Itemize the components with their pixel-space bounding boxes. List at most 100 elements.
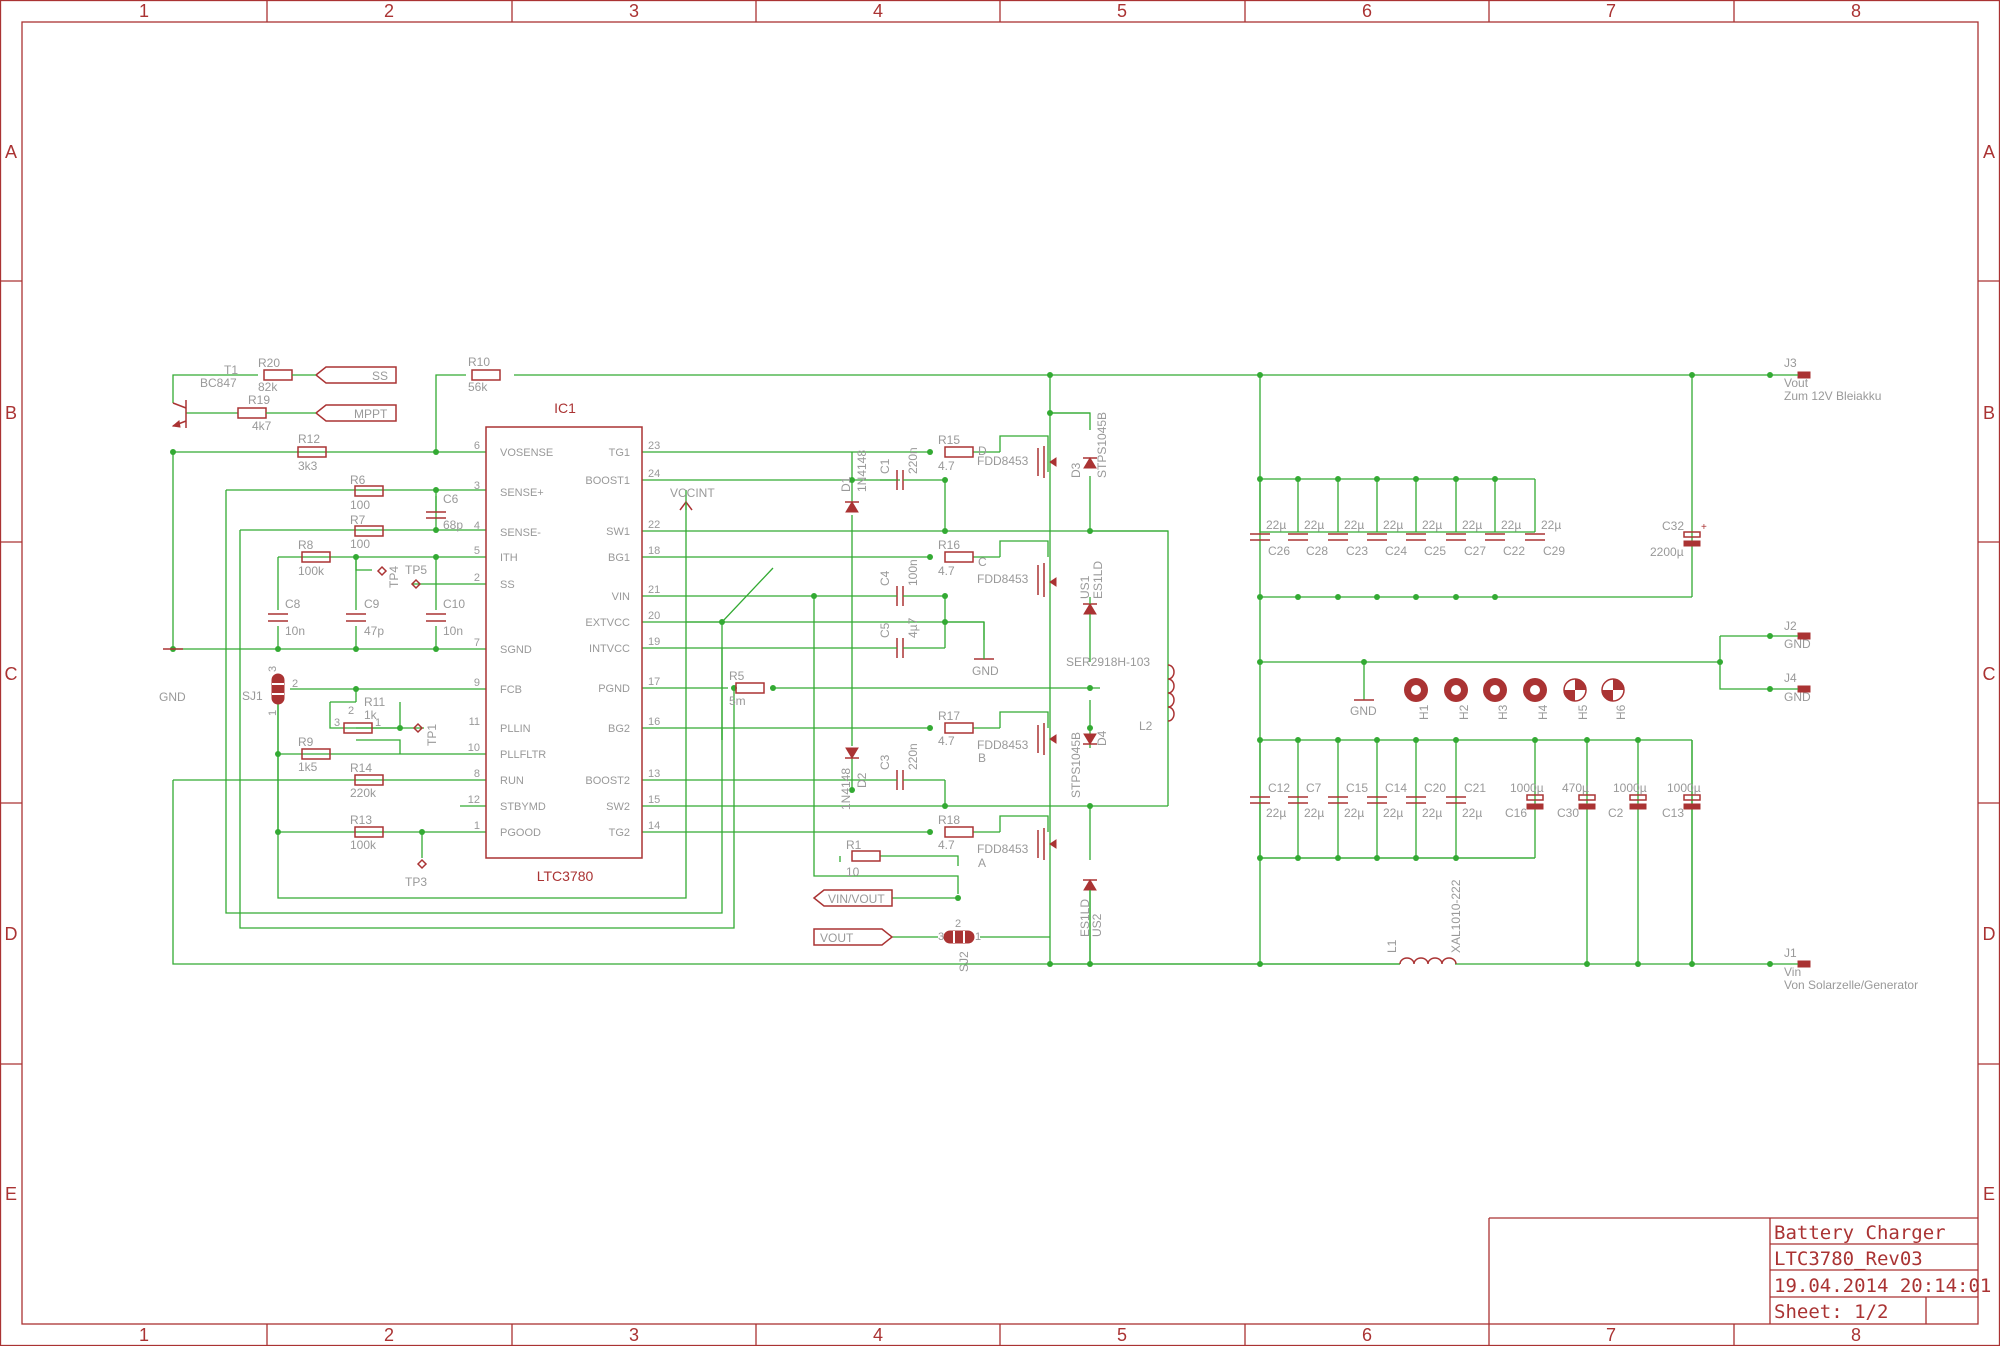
row-label: B bbox=[5, 403, 17, 423]
cap-bank-top: 22µC2622µC2822µC2322µC2422µC2522µC2722µC… bbox=[1250, 518, 1565, 558]
resistor-r17 bbox=[944, 722, 974, 734]
port-ss bbox=[314, 366, 397, 384]
port-label-vout: VOUT bbox=[820, 931, 854, 945]
ic-pin-name: TG2 bbox=[609, 827, 630, 839]
cap-ref: C20 bbox=[1424, 781, 1446, 795]
cap-value: 22µ bbox=[1266, 518, 1286, 532]
capacitor-c10 bbox=[426, 613, 446, 622]
label: H1 bbox=[1417, 704, 1431, 720]
col-label: 7 bbox=[1606, 1325, 1616, 1345]
cap-ref: C23 bbox=[1346, 544, 1368, 558]
label: 220k bbox=[350, 786, 377, 800]
ic-pin-name: BG2 bbox=[608, 723, 630, 735]
title-block: Battery Charger LTC3780_Rev03 19.04.2014… bbox=[1488, 1217, 1991, 1324]
label: D2 bbox=[855, 772, 869, 788]
svg-text:1: 1 bbox=[975, 931, 981, 943]
label: H2 bbox=[1457, 704, 1471, 720]
ic-pin-number: 15 bbox=[648, 794, 660, 806]
test-points bbox=[376, 565, 428, 870]
label: J1 bbox=[1784, 946, 1797, 960]
label: STPS1045B bbox=[1069, 732, 1083, 798]
label: R1 bbox=[846, 838, 862, 852]
label: 1k5 bbox=[298, 760, 318, 774]
label: 4k7 bbox=[252, 419, 272, 433]
inductor-l1 bbox=[1399, 957, 1457, 965]
label: GND bbox=[1784, 637, 1811, 651]
resistor-r20 bbox=[263, 369, 293, 381]
resistor-r15 bbox=[944, 446, 974, 458]
ic-pin-name: TG1 bbox=[609, 447, 630, 459]
label: FDD8453 bbox=[977, 842, 1029, 856]
cap-ref: C27 bbox=[1464, 544, 1486, 558]
svg-text:3: 3 bbox=[267, 666, 279, 672]
jumper-pin-numbers: 3 2 1 3 2 1 3 2 1 bbox=[267, 666, 981, 943]
capacitor-c5 bbox=[896, 638, 904, 658]
cap-ref: C15 bbox=[1346, 781, 1368, 795]
label: 4.7 bbox=[938, 838, 955, 852]
label: BC847 bbox=[200, 376, 237, 390]
ic1-pins: 6VOSENSE3SENSE+4SENSE-5ITH2SS7SGND9FCB11… bbox=[468, 440, 661, 839]
cap-ref: C25 bbox=[1424, 544, 1446, 558]
capacitor-c16 bbox=[1526, 794, 1544, 801]
cap-value: 22µ bbox=[1304, 518, 1324, 532]
label: Von Solarzelle/Generator bbox=[1784, 978, 1918, 992]
diodes bbox=[845, 457, 1097, 964]
col-label: 5 bbox=[1117, 1325, 1127, 1345]
solder-jumper-sj1 bbox=[271, 673, 285, 705]
label: STPS1045B bbox=[1095, 412, 1109, 478]
cap-value: 22µ bbox=[1462, 518, 1482, 532]
solder-jumper-sj2 bbox=[943, 930, 975, 944]
resistor-r1 bbox=[851, 850, 881, 862]
col-label: 2 bbox=[384, 1325, 394, 1345]
label: T1 bbox=[224, 363, 238, 377]
row-label: A bbox=[5, 142, 17, 162]
ic-pin-number: 17 bbox=[648, 676, 660, 688]
label: TP1 bbox=[425, 724, 439, 746]
row-label: C bbox=[1983, 664, 1996, 684]
label: 10 bbox=[846, 865, 860, 879]
resistor-r6 bbox=[354, 485, 384, 497]
ic-pin-name: PGND bbox=[598, 683, 630, 695]
label: 1N4148 bbox=[855, 450, 869, 492]
ic-pin-number: 9 bbox=[474, 677, 480, 689]
resistor-r9 bbox=[301, 748, 331, 760]
cap-ref: C24 bbox=[1385, 544, 1407, 558]
ic-pin-name: SS bbox=[500, 579, 515, 591]
ic-pin-name: SW1 bbox=[606, 526, 630, 538]
ic-pin-name: RUN bbox=[500, 775, 524, 787]
ic-pin-name: PGOOD bbox=[500, 827, 541, 839]
label: TP5 bbox=[405, 563, 427, 577]
diode-us1 bbox=[1083, 603, 1097, 615]
col-label: 4 bbox=[873, 1, 883, 21]
title-text: Battery Charger bbox=[1774, 1222, 1946, 1244]
label: 100n bbox=[906, 559, 920, 586]
cap-ref: C30 bbox=[1557, 806, 1579, 820]
label: D bbox=[978, 444, 987, 458]
ic-pin-name: BG1 bbox=[608, 552, 630, 564]
drawing-name: LTC3780_Rev03 bbox=[1774, 1248, 1923, 1270]
resistor-r14 bbox=[354, 774, 384, 786]
label: C10 bbox=[443, 597, 465, 611]
cap-value: 22µ bbox=[1462, 806, 1482, 820]
cap-ref: C22 bbox=[1503, 544, 1525, 558]
cap-ref: C28 bbox=[1306, 544, 1328, 558]
ic-pin-number: 14 bbox=[648, 820, 660, 832]
cap-ref: C13 bbox=[1662, 806, 1684, 820]
mosfet-q-b bbox=[1037, 723, 1057, 755]
resistor-r8 bbox=[301, 551, 331, 563]
label: 2200µ bbox=[1650, 545, 1684, 559]
ic-pin-name: EXTVCC bbox=[585, 617, 630, 629]
col-label: 1 bbox=[139, 1, 149, 21]
svg-text:2: 2 bbox=[955, 918, 961, 930]
col-label: 6 bbox=[1362, 1325, 1372, 1345]
capacitor-c6 bbox=[426, 511, 446, 519]
connectors bbox=[1690, 371, 1811, 968]
capacitor-c8 bbox=[268, 613, 288, 622]
row-label: D bbox=[5, 924, 18, 944]
label: R8 bbox=[298, 538, 314, 552]
label: R19 bbox=[248, 393, 270, 407]
ic-pin-name: SENSE- bbox=[500, 527, 541, 539]
ic-pin-number: 3 bbox=[474, 480, 480, 492]
